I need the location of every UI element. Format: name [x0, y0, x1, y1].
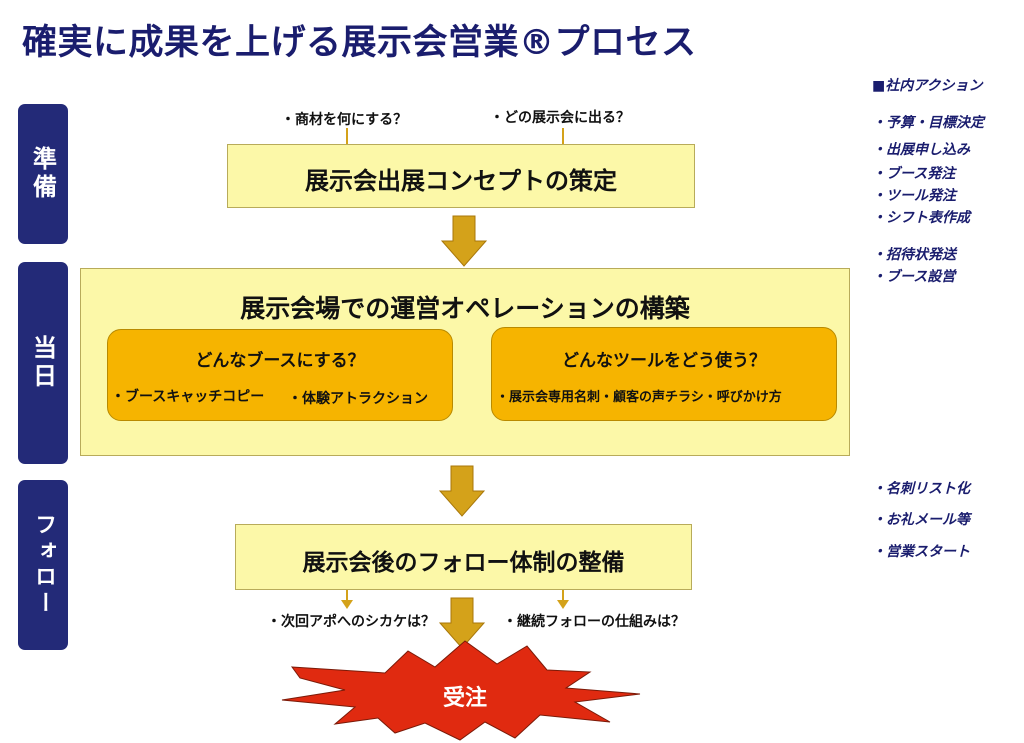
- day-operation-box: 展示会場での運営オペレーションの構築 どんなブースにする？ ・ブースキャッチコピ…: [80, 268, 850, 456]
- side-action-booth-order: ・ブース発注: [872, 166, 956, 182]
- arrow-day-to-follow: [438, 465, 486, 517]
- side-action-apply: ・出展申し込み: [872, 142, 970, 158]
- tools-question: どんなツールをどう使う？: [562, 351, 766, 371]
- day-operation-title: 展示会場での運営オペレーションの構築: [240, 294, 690, 323]
- prep-question-exhibition: ・どの展示会に出る？: [490, 110, 630, 126]
- prep-concept-box: 展示会出展コンセプトの策定: [227, 144, 695, 208]
- follow-system-box: 展示会後のフォロー体制の整備: [235, 524, 692, 590]
- follow-question-appointment: ・次回アポへのシカケは？: [267, 614, 435, 630]
- side-action-card-list: ・名刺リスト化: [872, 481, 970, 497]
- goal-burst: [281, 640, 641, 741]
- phase-follow-label: フォロー: [18, 480, 68, 650]
- arrow-follow-q1: [341, 590, 353, 609]
- side-action-thanks-mail: ・お礼メール等: [872, 512, 970, 528]
- follow-system-title: 展示会後のフォロー体制の整備: [302, 550, 625, 576]
- side-action-tool-order: ・ツール発注: [872, 188, 956, 204]
- prep-concept-title: 展示会出展コンセプトの策定: [305, 167, 617, 195]
- arrow-follow-q2: [557, 590, 569, 609]
- booth-item-attraction: ・体験アトラクション: [288, 391, 428, 407]
- arrow-prep-to-day: [440, 215, 488, 267]
- tools-items: ・展示会専用名刺・顧客の声チラシ・呼びかけ方: [496, 390, 782, 405]
- phase-day-label: 当日: [18, 262, 68, 464]
- booth-panel: どんなブースにする？ ・ブースキャッチコピー ・体験アトラクション: [107, 329, 453, 421]
- page-title: 確実に成果を上げる展示会営業®プロセス: [22, 23, 697, 63]
- side-action-sales-start: ・営業スタート: [872, 544, 970, 560]
- phase-prep-label: 準備: [18, 104, 68, 244]
- follow-question-continuous: ・継続フォローの仕組みは？: [503, 614, 685, 630]
- booth-question: どんなブースにする？: [195, 351, 365, 371]
- arrow-follow-to-goal: [438, 597, 486, 649]
- side-action-invitation: ・招待状発送: [872, 247, 956, 263]
- side-action-booth-setup: ・ブース設営: [872, 269, 956, 285]
- booth-item-catchcopy: ・ブースキャッチコピー: [111, 389, 265, 405]
- tools-panel: どんなツールをどう使う？ ・展示会専用名刺・顧客の声チラシ・呼びかけ方: [491, 327, 837, 421]
- side-action-shift: ・シフト表作成: [872, 210, 970, 226]
- prep-question-product: ・商材を何にする？: [281, 112, 408, 128]
- goal-label: 受注: [442, 686, 487, 711]
- side-header: ■社内アクション: [872, 78, 983, 94]
- side-action-budget: ・予算・目標決定: [872, 115, 984, 131]
